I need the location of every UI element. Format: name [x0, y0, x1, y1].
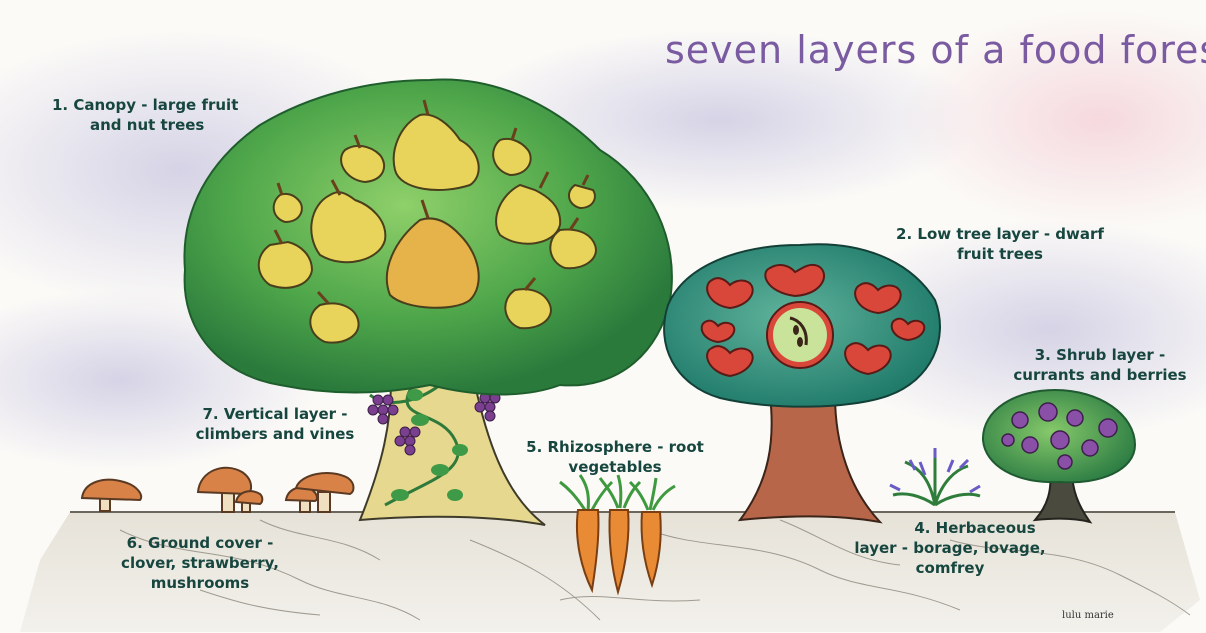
vertical-label-line2: climbers and vines: [180, 424, 370, 444]
apple-slice: [767, 302, 833, 368]
herbaceous-label-line3: comfrey: [850, 558, 1050, 578]
ground-cover-label: 6. Ground cover - clover, strawberry, mu…: [100, 533, 300, 593]
rhizosphere-label-line1: 5. Rhizosphere - root: [515, 437, 715, 457]
herbaceous-label-line1: 4. Herbaceous: [850, 518, 1050, 538]
shrub-label-line1: 3. Shrub layer -: [1000, 345, 1200, 365]
low-tree-label-line1: 2. Low tree layer - dwarf: [870, 224, 1130, 244]
artist-signature: lulu marie: [1062, 610, 1114, 621]
vertical-label-line1: 7. Vertical layer -: [180, 404, 370, 424]
canopy-label-line1: 1. Canopy - large fruit: [52, 95, 272, 115]
ground-cover-label-line1: 6. Ground cover -: [100, 533, 300, 553]
canopy-label: 1. Canopy - large fruit and nut trees: [52, 95, 272, 135]
herbaceous-label: 4. Herbaceous layer - borage, lovage, co…: [850, 518, 1050, 578]
vertical-label: 7. Vertical layer - climbers and vines: [180, 404, 370, 444]
rhizosphere-label: 5. Rhizosphere - root vegetables: [515, 437, 715, 477]
ground-cover-label-line2: clover, strawberry,: [100, 553, 300, 573]
diagram-title: seven layers of a food forest: [665, 28, 1185, 72]
herbaceous-plant: [890, 448, 980, 505]
mushrooms: [82, 468, 354, 512]
rhizosphere-label-line2: vegetables: [515, 457, 715, 477]
low-tree-label-line2: fruit trees: [870, 244, 1130, 264]
ground-cover-label-line3: mushrooms: [100, 573, 300, 593]
shrub-label-line2: currants and berries: [1000, 365, 1200, 385]
herbaceous-label-line2: layer - borage, lovage,: [850, 538, 1050, 558]
low-tree-label: 2. Low tree layer - dwarf fruit trees: [870, 224, 1130, 264]
shrub-label: 3. Shrub layer - currants and berries: [1000, 345, 1200, 385]
canopy-label-line2: and nut trees: [52, 115, 272, 135]
